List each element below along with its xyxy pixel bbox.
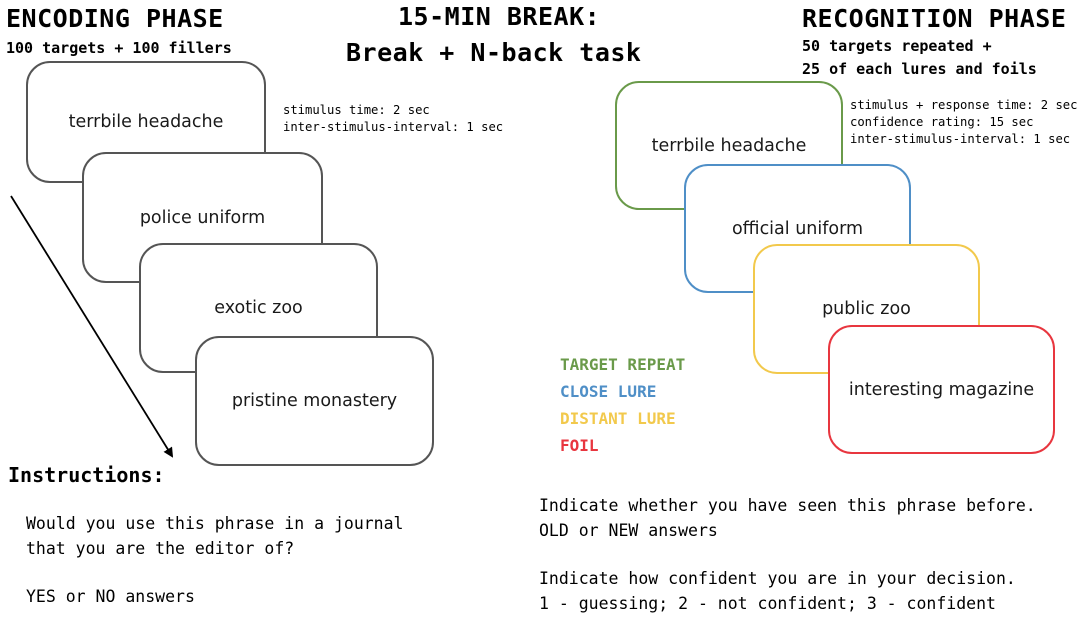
card-phrase: exotic zoo <box>214 298 303 318</box>
legend-target-repeat: TARGET REPEAT <box>560 355 686 374</box>
recognition-timing: stimulus + response time: 2 sec confiden… <box>850 97 1077 148</box>
legend-close-lure: CLOSE LURE <box>560 382 657 401</box>
legend-foil: FOIL <box>560 436 599 455</box>
recognition-confidence-time: confidence rating: 15 sec <box>850 115 1034 129</box>
legend-distant-lure: DISTANT LURE <box>560 409 676 428</box>
card-phrase: official uniform <box>731 218 864 239</box>
recognition-question-line1: Indicate whether you have seen this phra… <box>539 496 1036 515</box>
recognition-subtitle: 50 targets repeated + 25 of each lures a… <box>802 35 1037 81</box>
recognition-stimulus-response-time: stimulus + response time: 2 sec <box>850 98 1078 112</box>
card-phrase: public zoo <box>822 299 911 319</box>
encoding-instructions: Would you use this phrase in a journal t… <box>26 511 404 609</box>
encoding-subtitle: 100 targets + 100 fillers <box>6 39 232 57</box>
card-phrase: pristine monastery <box>231 391 398 411</box>
encoding-question-line2: that you are the editor of? <box>26 539 295 558</box>
recognition-subtitle-line2: 25 of each lures and foils <box>802 60 1037 78</box>
recognition-isi: inter-stimulus-interval: 1 sec <box>850 132 1071 146</box>
break-title-line2: Break + N-back task <box>346 38 642 67</box>
recognition-card-foil: interesting magazine <box>828 325 1055 454</box>
encoding-card-4: pristine monastery <box>195 336 434 466</box>
card-phrase: police uniform <box>139 207 266 228</box>
recognition-confidence-line1: Indicate how confident you are in your d… <box>539 569 1016 588</box>
encoding-stimulus-time: stimulus time: 2 sec <box>283 103 430 117</box>
encoding-isi: inter-stimulus-interval: 1 sec <box>283 120 504 134</box>
encoding-question-line1: Would you use this phrase in a journal <box>26 514 404 533</box>
encoding-timing: stimulus time: 2 sec inter-stimulus-inte… <box>283 102 503 136</box>
card-phrase: terrbile headache <box>651 135 807 156</box>
encoding-phase-title: ENCODING PHASE <box>6 4 224 33</box>
card-phrase: terrbile headache <box>68 112 224 132</box>
recognition-subtitle-line1: 50 targets repeated + <box>802 37 992 55</box>
instructions-heading: Instructions: <box>8 463 165 487</box>
recognition-question-line2: OLD or NEW answers <box>539 521 718 540</box>
break-title-line1: 15-MIN BREAK: <box>398 2 601 31</box>
recognition-instructions: Indicate whether you have seen this phra… <box>539 493 1036 616</box>
recognition-phase-title: RECOGNITION PHASE <box>802 4 1067 33</box>
legend: TARGET REPEAT CLOSE LURE DISTANT LURE FO… <box>560 355 685 463</box>
card-phrase: interesting magazine <box>848 379 1035 400</box>
recognition-confidence-line2: 1 - guessing; 2 - not confident; 3 - con… <box>539 594 996 613</box>
encoding-answer-options: YES or NO answers <box>26 587 195 606</box>
